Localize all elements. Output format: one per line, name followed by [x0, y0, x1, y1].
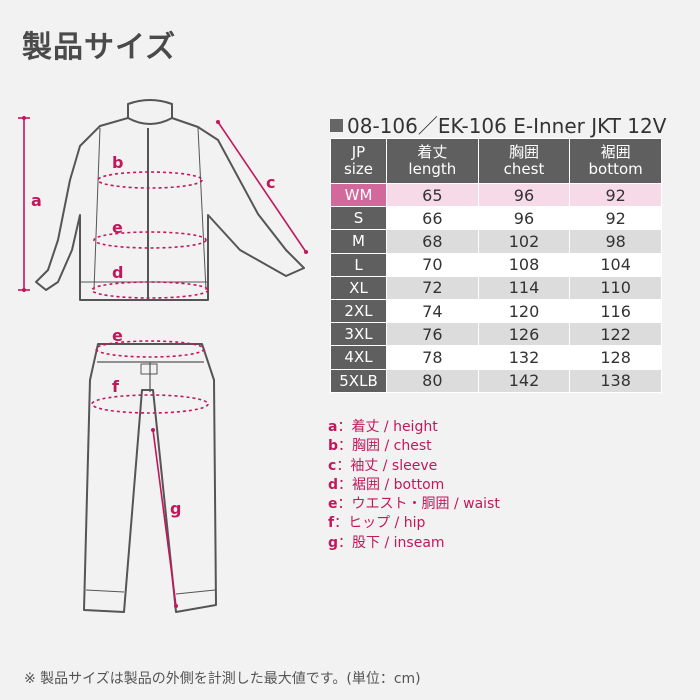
- product-title-text: 08-106／EK-106 E-Inner JKT 12V: [347, 114, 667, 138]
- legend-item: e：ウエスト・胴囲 / waist: [328, 496, 500, 513]
- chest-cell: 96: [477, 206, 571, 231]
- page-title: 製品サイズ: [22, 30, 177, 65]
- size-cell: M: [330, 229, 387, 254]
- legend-item: c：袖丈 / sleeve: [328, 457, 438, 474]
- chest-cell: 96: [477, 182, 571, 208]
- bottom-cell: 92: [569, 182, 662, 208]
- bottom-cell: 110: [569, 275, 662, 300]
- bottom-cell: 92: [569, 206, 662, 231]
- legend-item: d：裾囲 / bottom: [328, 476, 445, 493]
- chest-cell: 132: [477, 345, 571, 370]
- length-cell: 78: [386, 345, 479, 370]
- table-row: 4XL 78 132 128: [330, 345, 662, 370]
- label-e-jacket: e: [112, 218, 123, 237]
- table-row: WM 65 96 92: [330, 182, 662, 208]
- legend-item: b：胸囲 / chest: [328, 438, 432, 455]
- bottom-cell: 98: [569, 229, 662, 254]
- table-row: 3XL 76 126 122: [330, 322, 662, 347]
- length-cell: 70: [386, 252, 479, 277]
- length-cell: 80: [386, 368, 479, 393]
- chest-cell: 142: [477, 368, 571, 393]
- chest-cell: 126: [477, 322, 571, 347]
- footnote: ※ 製品サイズは製品の外側を計測した最大値です。(単位：cm): [24, 671, 421, 687]
- measure-lines: [18, 117, 307, 607]
- label-a: a: [31, 191, 42, 210]
- size-cell: XL: [330, 275, 387, 300]
- length-cell: 74: [386, 298, 479, 324]
- size-cell: S: [330, 206, 387, 231]
- label-f: f: [112, 377, 120, 396]
- length-cell: 68: [386, 229, 479, 254]
- square-bullet-icon: [330, 119, 343, 132]
- size-cell: 4XL: [330, 345, 387, 370]
- garment-diagram: a b c e d e f g: [18, 99, 308, 613]
- bottom-cell: 138: [569, 368, 662, 393]
- legend-item: g：股下 / inseam: [328, 534, 445, 551]
- table-row: 2XL 74 120 116: [330, 298, 662, 324]
- table-row: L 70 108 104: [330, 252, 662, 277]
- length-cell: 66: [386, 206, 479, 231]
- size-cell: L: [330, 252, 387, 277]
- measure-dots: [22, 116, 308, 608]
- chest-cell: 114: [477, 275, 571, 300]
- bottom-cell: 128: [569, 345, 662, 370]
- legend-item: f：ヒップ / hip: [328, 515, 426, 532]
- size-cell: 3XL: [330, 322, 387, 347]
- length-cell: 65: [386, 182, 479, 208]
- length-cell: 72: [386, 275, 479, 300]
- label-d: d: [112, 263, 123, 282]
- table-row: M 68 102 98: [330, 229, 662, 254]
- label-b: b: [112, 153, 123, 172]
- measurement-legend: a：着丈 / height b：胸囲 / chest c：袖丈 / sleeve…: [328, 418, 500, 553]
- size-cell: 5XLB: [330, 368, 387, 393]
- label-c: c: [266, 173, 275, 192]
- table-row: 5XLB 80 142 138: [330, 368, 662, 393]
- chest-cell: 102: [477, 229, 571, 254]
- bottom-cell: 116: [569, 298, 662, 324]
- bottom-cell: 104: [569, 252, 662, 277]
- label-e-pants: e: [112, 326, 123, 345]
- jacket-drawing: [35, 99, 305, 301]
- pants-drawing: [83, 343, 217, 613]
- table-row: XL 72 114 110: [330, 275, 662, 300]
- chest-cell: 120: [477, 298, 571, 324]
- bottom-cell: 122: [569, 322, 662, 347]
- length-cell: 76: [386, 322, 479, 347]
- size-cell: WM: [330, 182, 387, 208]
- legend-item: a：着丈 / height: [328, 419, 438, 435]
- table-row: S 66 96 92: [330, 206, 662, 231]
- label-g: g: [170, 499, 181, 518]
- product-title: 08-106／EK-106 E-Inner JKT 12V: [330, 110, 666, 139]
- chest-cell: 108: [477, 252, 571, 277]
- size-cell: 2XL: [330, 298, 387, 324]
